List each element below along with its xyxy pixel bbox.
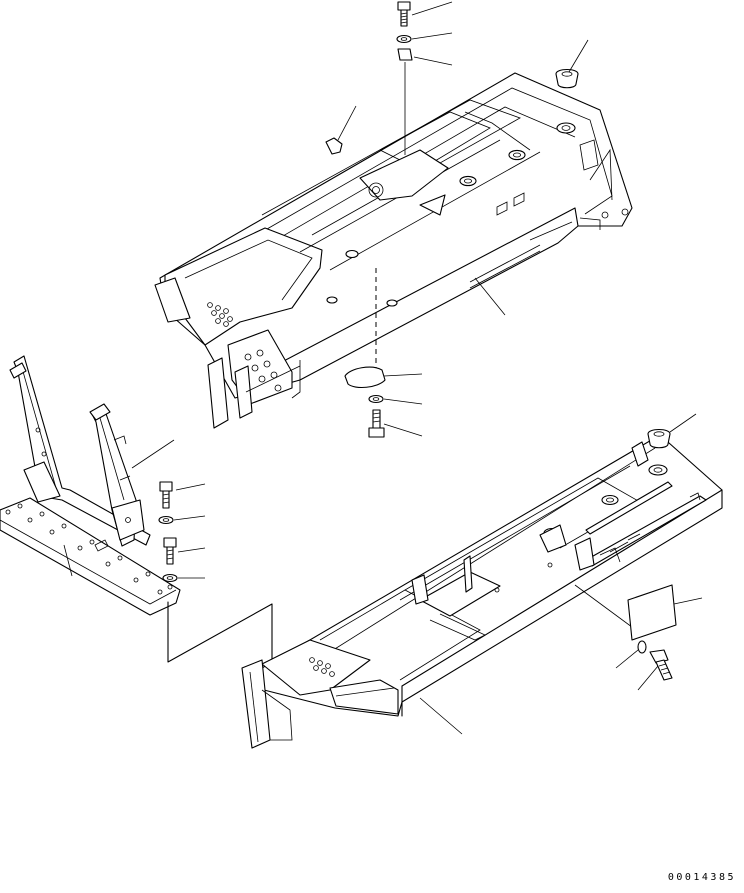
assembly-connection-line [167, 601, 273, 665]
leader-lines [63, 1, 703, 735]
left-stand-assembly [0, 355, 181, 616]
hood-hole-pattern [207, 302, 233, 327]
lower-frame-assembly [241, 434, 723, 749]
lower-fasteners [574, 428, 677, 681]
drawing-reference-number: 00014385 [667, 872, 736, 883]
left-fasteners [158, 481, 178, 583]
base-plate-holes [5, 503, 173, 595]
mounting-bosses [326, 122, 576, 307]
step-hole-pattern [244, 349, 282, 392]
lower-hood-holes [309, 657, 335, 677]
upper-fasteners [325, 1, 579, 438]
upper-frame-assembly [154, 72, 633, 429]
